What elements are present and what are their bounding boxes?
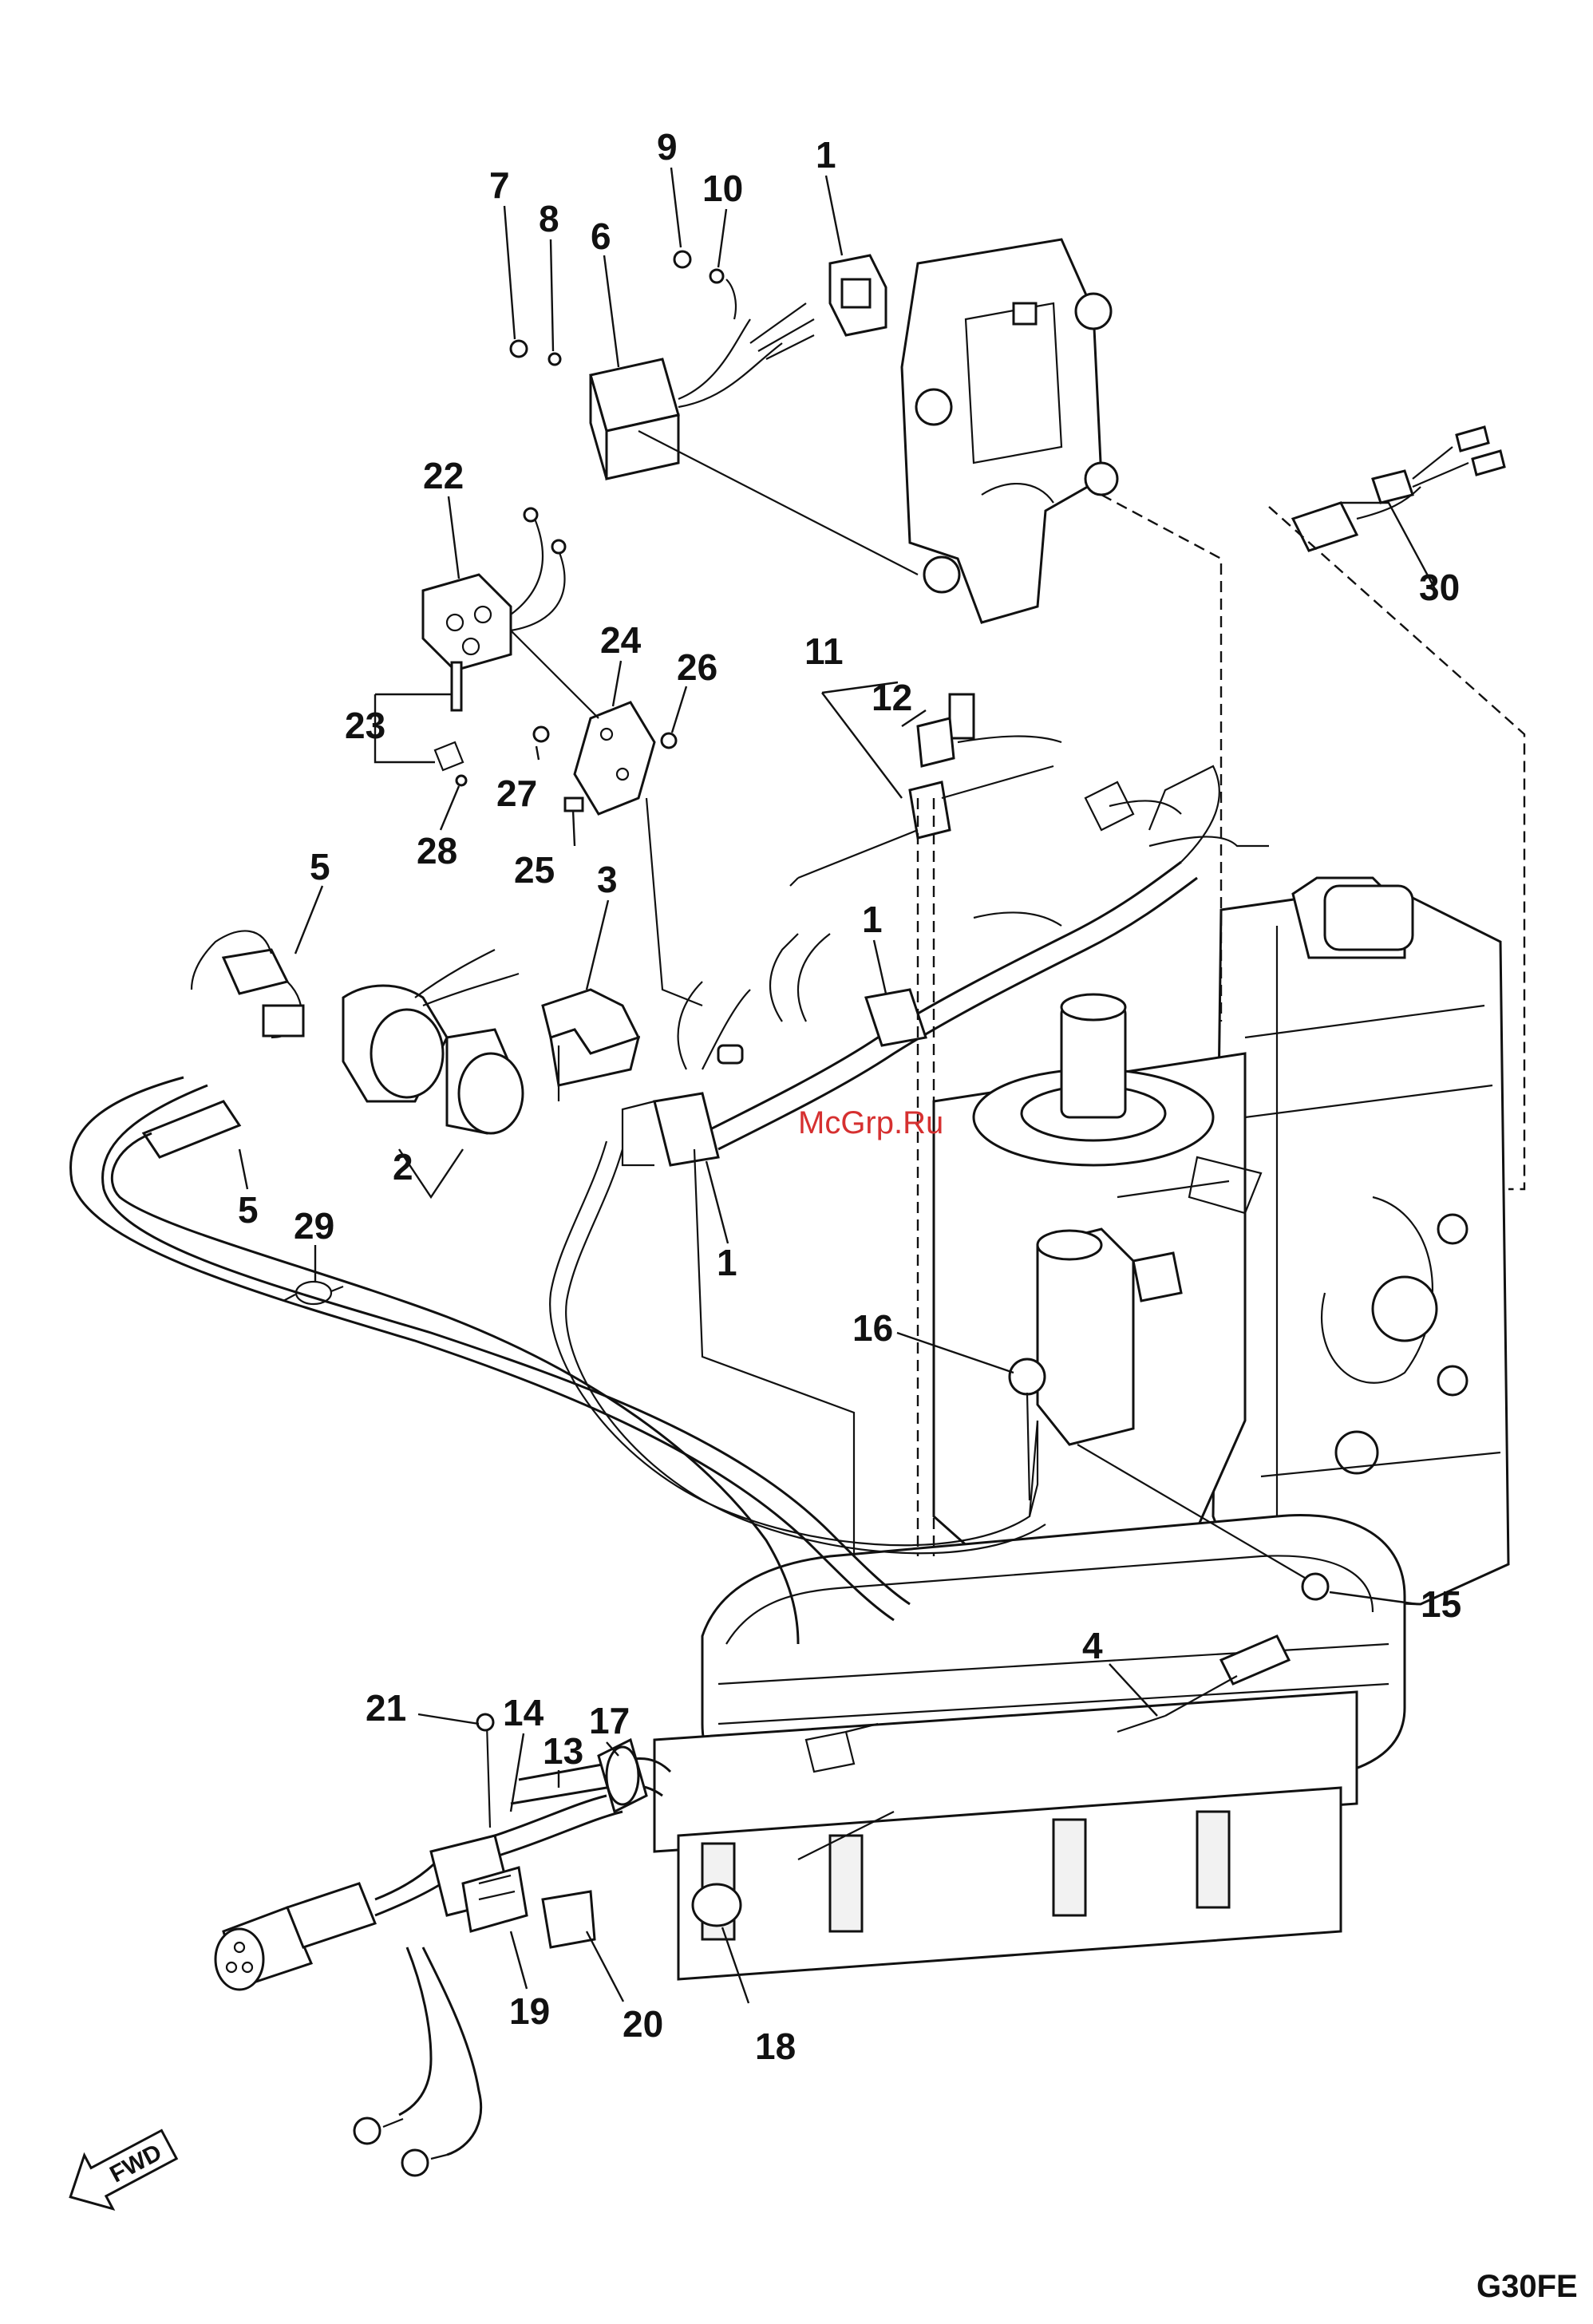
- bracket: [543, 990, 638, 1101]
- callout-22: 22: [423, 455, 464, 496]
- callout-15: 15: [1421, 1583, 1461, 1625]
- callout-1-coupler-mid: 1: [862, 899, 883, 940]
- callout-23: 23: [345, 705, 385, 746]
- forward-arrow-icon: FWD: [56, 2118, 183, 2224]
- relay-bolts: [435, 662, 466, 785]
- clamp: [283, 1282, 343, 1304]
- screws-upper: [511, 251, 736, 365]
- ignition-coil: [343, 950, 523, 1133]
- callout-27: 27: [496, 773, 537, 814]
- engine-block: [1213, 878, 1508, 1604]
- callout-18: 18: [755, 2026, 796, 2067]
- callout-25: 25: [514, 849, 555, 891]
- callout-2: 2: [393, 1146, 413, 1188]
- callout-4: 4: [1082, 1625, 1103, 1666]
- fuse-holder: [790, 694, 1061, 886]
- callout-7: 7: [489, 164, 510, 206]
- cdi-bracket: [902, 239, 1117, 622]
- callout-29: 29: [294, 1205, 334, 1247]
- callout-20: 20: [623, 2003, 663, 2045]
- callout-28: 28: [417, 830, 457, 872]
- callout-1-coupler-low: 1: [717, 1242, 737, 1283]
- callout-11: 11: [804, 630, 844, 672]
- callout-5-upper: 5: [310, 846, 330, 887]
- relay-plate: [534, 702, 676, 814]
- spark-plug-caps: [144, 931, 303, 1157]
- callout-8: 8: [539, 198, 559, 239]
- callout-1-coupler-top: 1: [816, 134, 836, 176]
- callout-6: 6: [591, 215, 611, 257]
- battery-connector: [215, 1796, 623, 2176]
- callout-5-lower: 5: [238, 1189, 259, 1231]
- sensor: [1293, 427, 1504, 551]
- diagram-code: G30FE: [1476, 2269, 1578, 2304]
- bottom-cowling: [654, 1515, 1405, 1979]
- callout-13: 13: [543, 1730, 583, 1772]
- callout-14: 14: [503, 1692, 544, 1733]
- callout-24: 24: [600, 619, 642, 661]
- callout-21: 21: [366, 1687, 406, 1729]
- starter-relay: [423, 508, 565, 670]
- callout-9: 9: [657, 126, 678, 168]
- callout-3: 3: [597, 859, 618, 900]
- coupler-top: [830, 255, 886, 335]
- callout-19: 19: [509, 1990, 550, 2032]
- watermark: McGrp.Ru: [798, 1105, 943, 1140]
- callout-30: 30: [1419, 567, 1460, 608]
- callout-12: 12: [872, 677, 912, 718]
- callout-26: 26: [677, 646, 717, 688]
- callout-16: 16: [852, 1307, 893, 1349]
- plug-grommet: [693, 1884, 741, 1926]
- callout-10: 10: [702, 168, 743, 209]
- rectifier-regulator: [591, 303, 814, 479]
- callout-17: 17: [589, 1700, 630, 1741]
